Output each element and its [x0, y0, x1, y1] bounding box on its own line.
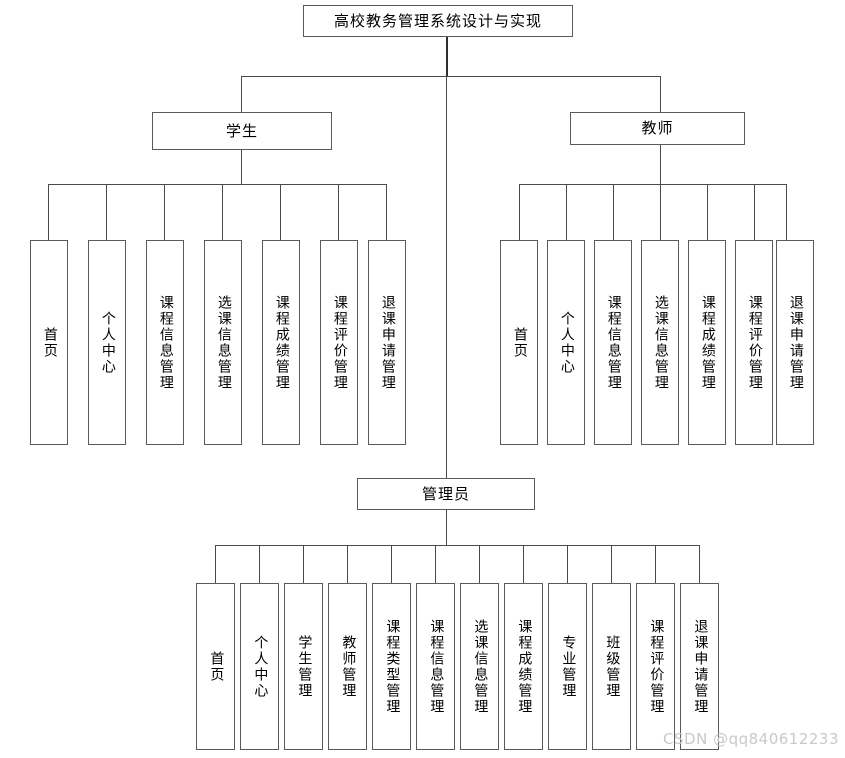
node-teacher-function-6-label: 课程评价管理 [746, 294, 763, 391]
connector-admin-drop-5 [391, 545, 392, 583]
connector-student-drop-4 [222, 184, 223, 240]
connector-admin-drop-4 [347, 545, 348, 583]
connector-teacher-drop-6 [754, 184, 755, 240]
node-admin-function-12[interactable]: 退课申请管理 [680, 583, 719, 750]
node-admin-function-2[interactable]: 个人中心 [240, 583, 279, 750]
connector-teacher-stem [660, 145, 661, 184]
node-role-student[interactable]: 学生 [152, 112, 332, 150]
node-teacher-function-4[interactable]: 选课信息管理 [641, 240, 679, 445]
connector-level2-bus [241, 76, 661, 77]
node-admin-function-5-label: 课程类型管理 [384, 618, 401, 715]
node-admin-function-6[interactable]: 课程信息管理 [416, 583, 455, 750]
connector-teacher-drop-5 [707, 184, 708, 240]
node-teacher-function-1[interactable]: 首页 [500, 240, 538, 445]
connector-admin-drop-1 [215, 545, 216, 583]
connector-admin-drop-8 [523, 545, 524, 583]
connector-admin-stem [446, 510, 447, 545]
connector-admin-drop-2 [259, 545, 260, 583]
connector-to-student [241, 76, 242, 113]
node-admin-function-11-label: 课程评价管理 [648, 618, 665, 715]
node-admin-function-4-label: 教师管理 [340, 634, 357, 699]
node-teacher-function-3-label: 课程信息管理 [605, 294, 622, 391]
node-student-function-6[interactable]: 课程评价管理 [320, 240, 358, 445]
node-student-function-2[interactable]: 个人中心 [88, 240, 126, 445]
connector-student-drop-2 [106, 184, 107, 240]
connector-student-drop-3 [164, 184, 165, 240]
node-root-label: 高校教务管理系统设计与实现 [333, 11, 542, 30]
node-admin-function-2-label: 个人中心 [252, 634, 269, 699]
connector-student-drop-5 [280, 184, 281, 240]
connector-to-teacher [660, 76, 661, 113]
connector-student-drop-7 [386, 184, 387, 240]
connector-admin-bus [215, 545, 699, 546]
connector-admin-drop-10 [611, 545, 612, 583]
connector-admin-drop-6 [435, 545, 436, 583]
connector-teacher-drop-1 [519, 184, 520, 240]
node-teacher-function-3[interactable]: 课程信息管理 [594, 240, 632, 445]
node-admin-function-8-label: 课程成绩管理 [516, 618, 533, 715]
node-role-admin[interactable]: 管理员 [357, 478, 535, 510]
connector-admin-drop-7 [479, 545, 480, 583]
node-student-function-4[interactable]: 选课信息管理 [204, 240, 242, 445]
node-teacher-function-6[interactable]: 课程评价管理 [735, 240, 773, 445]
node-student-function-3[interactable]: 课程信息管理 [146, 240, 184, 445]
node-teacher-function-2[interactable]: 个人中心 [547, 240, 585, 445]
connector-root-stem [446, 37, 448, 76]
connector-teacher-bus [519, 184, 786, 185]
node-teacher-function-2-label: 个人中心 [558, 310, 575, 375]
node-admin-function-10[interactable]: 班级管理 [592, 583, 631, 750]
connector-teacher-drop-7 [786, 184, 787, 240]
node-student-function-2-label: 个人中心 [99, 310, 116, 375]
node-role-admin-label: 管理员 [421, 484, 470, 503]
connector-teacher-drop-4 [660, 184, 661, 240]
connector-center-spine [446, 76, 447, 478]
node-student-function-4-label: 选课信息管理 [215, 294, 232, 391]
node-student-function-7-label: 退课申请管理 [379, 294, 396, 391]
node-student-function-1[interactable]: 首页 [30, 240, 68, 445]
connector-student-bus [48, 184, 386, 185]
connector-admin-drop-9 [567, 545, 568, 583]
connector-student-drop-6 [338, 184, 339, 240]
node-student-function-7[interactable]: 退课申请管理 [368, 240, 406, 445]
node-role-teacher-label: 教师 [641, 119, 674, 138]
node-admin-function-1[interactable]: 首页 [196, 583, 235, 750]
node-admin-function-7[interactable]: 选课信息管理 [460, 583, 499, 750]
node-admin-function-6-label: 课程信息管理 [428, 618, 445, 715]
node-admin-function-11[interactable]: 课程评价管理 [636, 583, 675, 750]
node-admin-function-4[interactable]: 教师管理 [328, 583, 367, 750]
node-admin-function-12-label: 退课申请管理 [692, 618, 709, 715]
connector-admin-drop-11 [655, 545, 656, 583]
node-admin-function-7-label: 选课信息管理 [472, 618, 489, 715]
node-admin-function-3[interactable]: 学生管理 [284, 583, 323, 750]
node-admin-function-3-label: 学生管理 [296, 634, 313, 699]
node-student-function-3-label: 课程信息管理 [157, 294, 174, 391]
connector-student-drop-1 [48, 184, 49, 240]
connector-teacher-drop-2 [566, 184, 567, 240]
node-student-function-6-label: 课程评价管理 [331, 294, 348, 391]
node-admin-function-9-label: 专业管理 [560, 634, 577, 699]
node-admin-function-5[interactable]: 课程类型管理 [372, 583, 411, 750]
connector-student-stem [241, 150, 242, 184]
node-role-student-label: 学生 [225, 121, 258, 140]
node-role-teacher[interactable]: 教师 [570, 112, 745, 145]
connector-admin-drop-3 [303, 545, 304, 583]
node-admin-function-10-label: 班级管理 [604, 634, 621, 699]
node-root[interactable]: 高校教务管理系统设计与实现 [303, 5, 573, 37]
node-admin-function-8[interactable]: 课程成绩管理 [504, 583, 543, 750]
node-teacher-function-5-label: 课程成绩管理 [699, 294, 716, 391]
node-teacher-function-5[interactable]: 课程成绩管理 [688, 240, 726, 445]
node-teacher-function-7[interactable]: 退课申请管理 [776, 240, 814, 445]
node-student-function-5[interactable]: 课程成绩管理 [262, 240, 300, 445]
watermark: CSDN @qq840612233 [663, 730, 839, 748]
node-admin-function-9[interactable]: 专业管理 [548, 583, 587, 750]
node-student-function-5-label: 课程成绩管理 [273, 294, 290, 391]
node-teacher-function-7-label: 退课申请管理 [787, 294, 804, 391]
node-admin-function-1-label: 首页 [208, 650, 225, 683]
node-student-function-1-label: 首页 [41, 326, 58, 359]
node-teacher-function-1-label: 首页 [511, 326, 528, 359]
connector-admin-drop-12 [699, 545, 700, 583]
node-teacher-function-4-label: 选课信息管理 [652, 294, 669, 391]
connector-teacher-drop-3 [613, 184, 614, 240]
